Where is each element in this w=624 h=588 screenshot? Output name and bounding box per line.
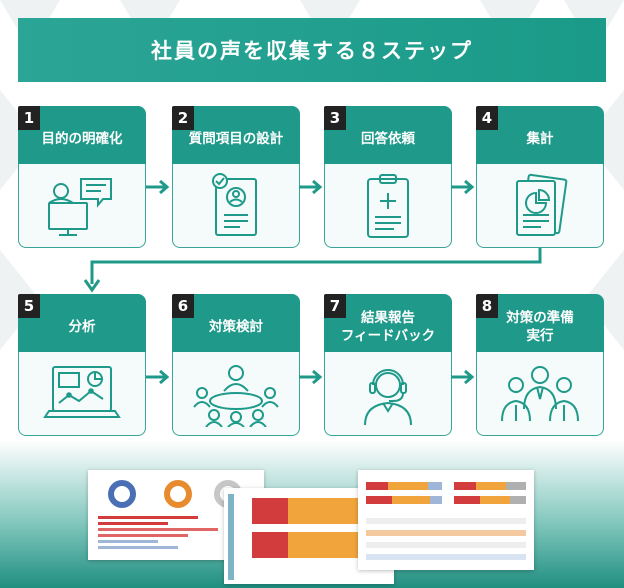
step-number: 4 — [476, 106, 498, 130]
step-card-6: 6 対策検討 — [172, 294, 300, 436]
arrow-right-icon — [146, 370, 170, 384]
step-number: 1 — [18, 106, 40, 130]
step-card-5: 5 分析 — [18, 294, 146, 436]
step-header: 2 質問項目の設計 — [172, 106, 300, 164]
step-card-7: 7 結果報告 フィードバック — [324, 294, 452, 436]
clipboard-icon — [367, 173, 409, 238]
row-connector-arrow — [83, 248, 542, 293]
report-thumbnail-graphic — [366, 482, 526, 560]
step-label: 回答依頼 — [361, 131, 415, 147]
report-screenshot-right — [358, 470, 534, 570]
step-card-8: 8 対策の準備 実行 — [476, 294, 604, 436]
team-icon — [501, 365, 579, 421]
step-card-2: 2 質問項目の設計 — [172, 106, 300, 248]
meeting-icon — [48, 177, 112, 236]
step-body — [324, 164, 452, 248]
step-label: 分析 — [68, 319, 96, 335]
step-number: 8 — [476, 294, 498, 318]
page-title: 社員の声を収集する８ステップ — [151, 39, 473, 63]
step-header: 5 分析 — [18, 294, 146, 352]
title-banner: 社員の声を収集する８ステップ — [18, 18, 606, 82]
step-body — [324, 352, 452, 436]
step-body — [476, 352, 604, 436]
step-label: 結果報告 フィードバック — [340, 310, 436, 344]
step-number: 6 — [172, 294, 194, 318]
step-header: 1 目的の明確化 — [18, 106, 146, 164]
discussion-icon — [193, 364, 279, 427]
step-label: 集計 — [526, 131, 554, 147]
step-header: 7 結果報告 フィードバック — [324, 294, 452, 352]
arrow-right-icon — [451, 180, 475, 194]
step-card-3: 3 回答依頼 — [324, 106, 452, 248]
step-header: 8 対策の準備 実行 — [476, 294, 604, 352]
step-card-1: 1 目的の明確化 — [18, 106, 146, 248]
step-card-4: 4 集計 — [476, 106, 604, 248]
analytics-icon — [43, 365, 121, 418]
step-body — [18, 352, 146, 436]
arrow-right-icon — [299, 370, 323, 384]
step-body — [172, 164, 300, 248]
arrow-right-icon — [451, 370, 475, 384]
questionnaire-icon — [212, 172, 257, 236]
step-number: 7 — [324, 294, 346, 318]
arrow-right-icon — [146, 180, 170, 194]
step-body — [172, 352, 300, 436]
step-number: 2 — [172, 106, 194, 130]
step-header: 3 回答依頼 — [324, 106, 452, 164]
step-header: 4 集計 — [476, 106, 604, 164]
step-number: 5 — [18, 294, 40, 318]
step-label: 質問項目の設計 — [188, 131, 284, 147]
step-number: 3 — [324, 106, 346, 130]
step-label: 目的の明確化 — [41, 131, 123, 147]
report-icon — [516, 173, 568, 236]
step-body — [476, 164, 604, 248]
step-label: 対策検討 — [209, 319, 263, 335]
arrow-right-icon — [299, 180, 323, 194]
step-header: 6 対策検討 — [172, 294, 300, 352]
step-label: 対策の準備 実行 — [506, 310, 574, 344]
step-body — [18, 164, 146, 248]
report-screenshot-left — [88, 470, 264, 560]
headset-operator-icon — [364, 368, 412, 425]
